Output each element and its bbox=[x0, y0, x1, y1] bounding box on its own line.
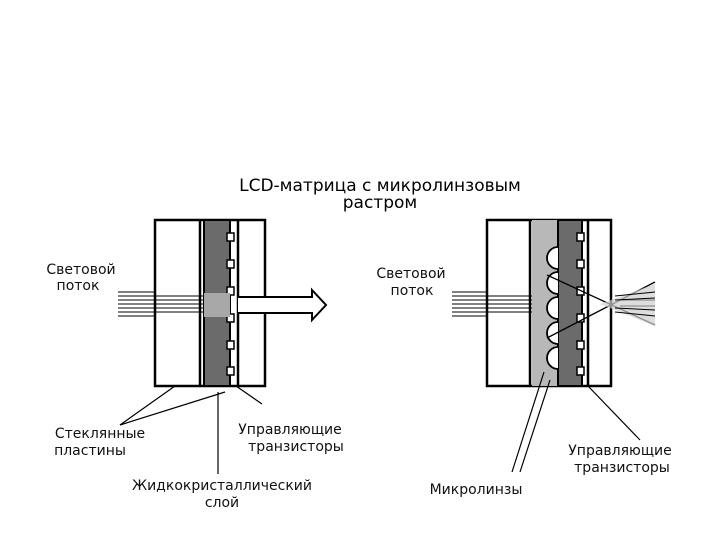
right-incoming-beam bbox=[452, 291, 487, 317]
lc-layer-line1: Жидкокристаллический bbox=[132, 478, 312, 494]
left-light-flux-line1: Световой bbox=[46, 262, 115, 278]
right-lc-layer bbox=[557, 219, 583, 387]
left-incoming-beam bbox=[118, 291, 155, 317]
lc-layer-line2: слой bbox=[205, 495, 239, 511]
left-transistors-line2: транзисторы bbox=[248, 439, 344, 455]
right-matrix bbox=[452, 218, 656, 388]
right-inner-beam bbox=[487, 295, 532, 313]
left-matrix bbox=[118, 218, 328, 388]
left-outgoing-arrow bbox=[238, 287, 328, 323]
right-light-flux-line2: поток bbox=[391, 283, 434, 299]
left-inner-beam bbox=[155, 295, 204, 313]
left-light-flux-line2: поток bbox=[57, 278, 100, 294]
right-outgoing-beam bbox=[614, 291, 656, 317]
title-line1: LCD-матрица с микролинзовым bbox=[239, 176, 521, 196]
right-light-flux-line1: Световой bbox=[376, 266, 445, 282]
left-leaders bbox=[119, 385, 263, 474]
left-transistors bbox=[226, 232, 235, 376]
right-transistors-line1: Управляющие bbox=[568, 443, 671, 459]
right-leaders bbox=[511, 371, 641, 473]
microlenses-label: Микролинзы bbox=[430, 482, 523, 498]
left-transistors-line1: Управляющие bbox=[238, 422, 341, 438]
glass-plates-line2: пластины bbox=[54, 443, 126, 459]
title-line2: растром bbox=[343, 193, 417, 213]
right-transistors-line2: транзисторы bbox=[574, 460, 670, 476]
microlenses-shapes bbox=[546, 246, 559, 370]
glass-plates-line1: Стеклянные bbox=[55, 426, 145, 442]
